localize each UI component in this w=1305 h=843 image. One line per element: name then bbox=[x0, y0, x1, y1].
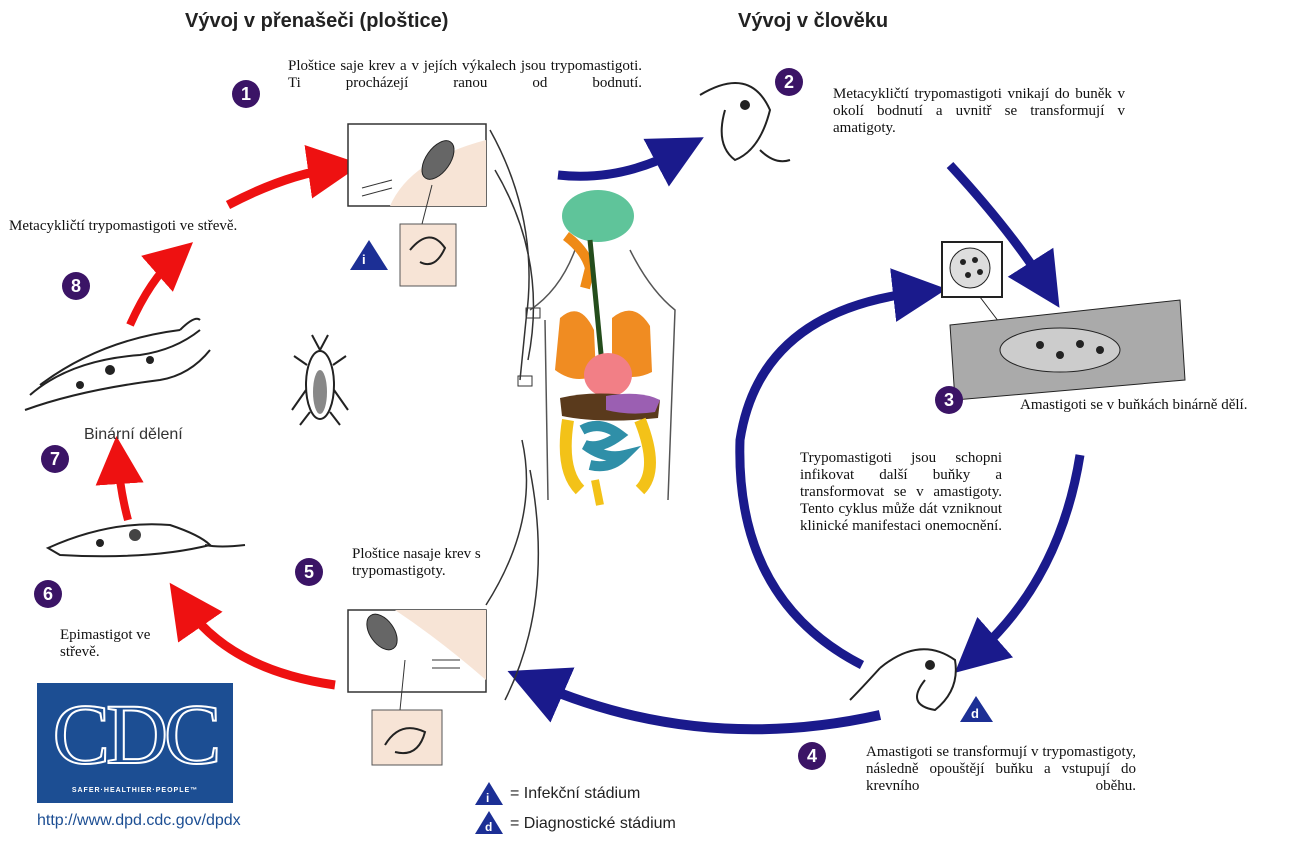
step-1-text: Ploštice saje krev a v jejích výkalech j… bbox=[288, 58, 642, 92]
heading-vector-development: Vývoj v přenašeči (ploštice) bbox=[185, 10, 448, 33]
infected-cell-inset bbox=[942, 242, 1185, 400]
arrow-vector-to-human bbox=[558, 150, 680, 176]
dividing-parasites-icon bbox=[25, 319, 210, 410]
triatomine-bug-icon bbox=[292, 335, 348, 425]
reinfection-cycle-text: Trypomastigoti jsou schopni infikovat da… bbox=[800, 450, 1002, 535]
step-6-badge: 6 bbox=[34, 580, 62, 608]
arrow-bug-to-epimastigote bbox=[185, 605, 335, 685]
arrow-bloodstream-to-bug bbox=[535, 683, 880, 729]
step-7-label: Binární dělení bbox=[84, 426, 183, 444]
trypomastigote-icon-bottom bbox=[850, 649, 956, 710]
bug-bite-inset-bottom bbox=[348, 609, 486, 765]
arrow-epimastigote-to-division bbox=[118, 460, 128, 520]
trypomastigote-icon-top bbox=[700, 83, 790, 161]
legend-infective-letter: i bbox=[486, 790, 489, 807]
step-4-badge: 4 bbox=[798, 742, 826, 770]
step-1-badge: 1 bbox=[232, 80, 260, 108]
step-3-badge: 3 bbox=[935, 386, 963, 414]
heading-human-development: Vývoj v člověku bbox=[738, 10, 888, 33]
cdc-tagline: SAFER·HEALTHIER·PEOPLE™ bbox=[37, 787, 233, 794]
step-5-text: Ploštice nasaje krev s trypomastigoty. bbox=[352, 546, 502, 580]
legend-diagnostic-letter: d bbox=[485, 819, 492, 836]
step-6-text: Epimastigot ve střevě. bbox=[60, 627, 160, 661]
step-4-text: Amastigoti se transformují v trypomastig… bbox=[866, 744, 1136, 795]
infective-stage-marker-top bbox=[350, 240, 388, 270]
step-8-badge: 8 bbox=[62, 272, 90, 300]
cdc-url-link[interactable]: http://www.dpd.cdc.gov/dpdx bbox=[37, 812, 241, 830]
step-3-text: Amastigoti se v buňkách binárně dělí. bbox=[1020, 397, 1247, 414]
cdc-logo: CDC SAFER·HEALTHIER·PEOPLE™ bbox=[37, 683, 233, 803]
epimastigote-icon bbox=[48, 524, 245, 556]
step-7-badge: 7 bbox=[41, 445, 69, 473]
step-5-badge: 5 bbox=[295, 558, 323, 586]
arrow-division-to-metacyclic bbox=[130, 258, 175, 325]
step-2-text: Metacykličtí trypomastigoti vnikají do b… bbox=[833, 86, 1125, 137]
diagnostic-stage-letter: d bbox=[971, 705, 979, 722]
arrow-metacyclic-to-bug bbox=[228, 168, 335, 205]
cdc-logo-letters: CDC bbox=[37, 683, 233, 785]
step-8-text: Metacykličtí trypomastigoti ve střevě. bbox=[9, 218, 237, 235]
human-body bbox=[486, 130, 675, 700]
legend-infective-label: = Infekční stádium bbox=[510, 785, 640, 803]
legend-diagnostic-label: = Diagnostické stádium bbox=[510, 815, 676, 833]
step-2-badge: 2 bbox=[775, 68, 803, 96]
infective-stage-letter: i bbox=[362, 251, 366, 268]
